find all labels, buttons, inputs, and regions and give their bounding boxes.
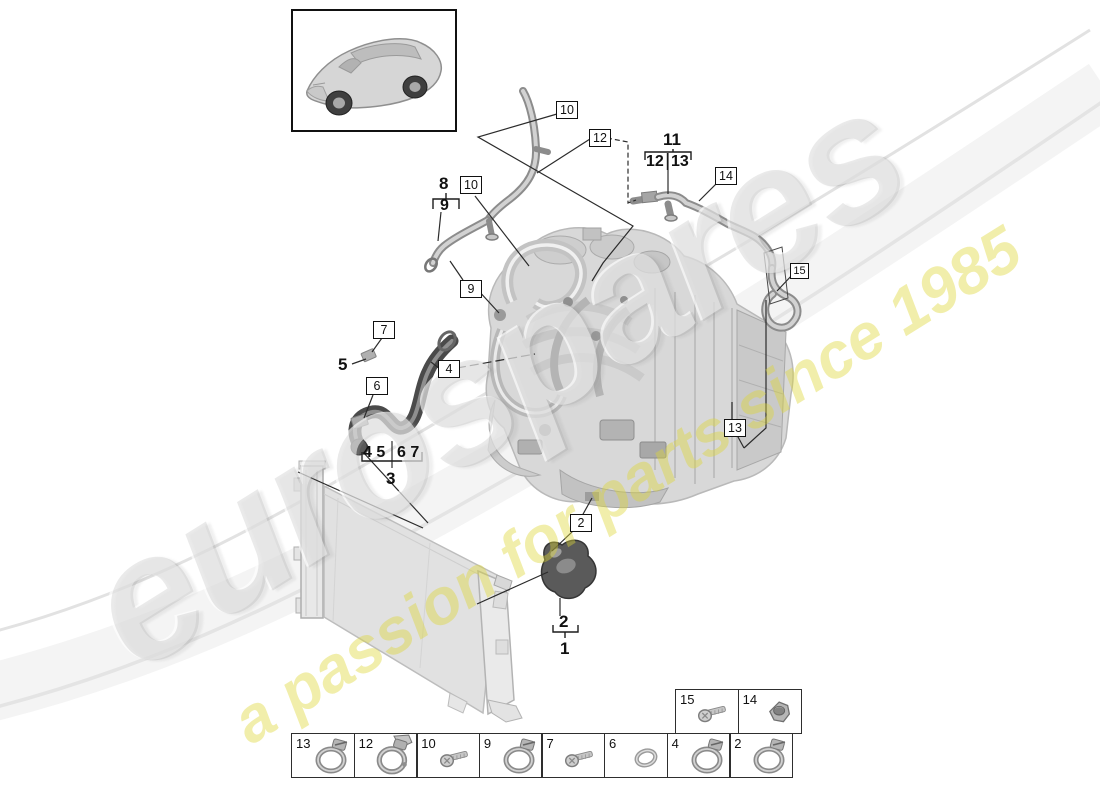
legend-cell-13[interactable]: 13 [291,733,355,778]
hose-clamp-icon [500,736,540,776]
nut-icon [762,697,798,731]
label-3: 3 [386,469,396,488]
legend-cell-10[interactable]: 10 [416,733,481,778]
legend-cell-6[interactable]: 6 [604,733,669,778]
hose-clamp-icon [312,736,352,776]
bracket-clamp-icon [373,734,415,776]
legend-part-number: 10 [421,736,436,751]
o-ring-icon [627,738,665,776]
vehicle-illustration [306,38,443,116]
legend-cell-2[interactable]: 2 [729,733,794,778]
callout-box-7[interactable]: 7 [373,321,395,339]
group-label-1-sub-2: 2 [559,612,569,631]
callout-box-6[interactable]: 6 [366,377,388,395]
legend-cell-7[interactable]: 7 [541,733,606,778]
callout-box-10-mid[interactable]: 10 [460,176,482,194]
callout-box-4[interactable]: 4 [438,360,460,378]
legend-part-number: 14 [742,692,758,707]
screw-icon [693,695,735,731]
legend-part-number: 4 [671,736,679,751]
group-label-8: 8 [439,174,449,193]
group-label-3-sub-67: 6 7 [397,444,420,461]
legend-cell-4[interactable]: 4 [666,733,731,778]
legend-part-number: 15 [680,692,695,707]
legend-part-number: 13 [296,736,311,751]
group-label-11-sub-13: 13 [671,153,689,170]
legend-part-number: 2 [734,736,742,751]
legend-part-number: 12 [358,736,374,751]
hose-clamp-icon [750,736,790,776]
legend-cell-14[interactable]: 14 [737,689,802,734]
group-label-11: 11 [663,130,681,149]
callout-box-15[interactable]: 15 [790,263,809,279]
callout-box-10-top[interactable]: 10 [556,101,578,119]
screw-icon [560,740,602,776]
hose-clamp-icon [688,736,728,776]
legend-table: 13 12 10 9 7 6 4 2 [291,733,794,778]
callout-box-13[interactable]: 13 [724,419,746,437]
group-label-8-sub-9: 9 [440,197,449,214]
callout-box-14[interactable]: 14 [715,167,737,185]
label-5: 5 [338,355,348,374]
legend-cell-9[interactable]: 9 [478,733,543,778]
legend-cell-15[interactable]: 15 [675,689,739,734]
legend-cell-12[interactable]: 12 [353,733,418,778]
screw-icon [435,740,477,776]
legend-part-number: 6 [609,736,617,751]
callout-box-9[interactable]: 9 [460,280,482,298]
group-label-3-sub-45: 4 5 [363,444,386,461]
group-label-1: 1 [560,639,570,658]
callout-box-12[interactable]: 12 [589,129,611,147]
group-label-11-sub-12: 12 [646,153,664,170]
vehicle-thumbnail [291,9,457,132]
legend-part-number: 7 [546,736,554,751]
callout-box-2[interactable]: 2 [570,514,592,532]
legend-part-number: 9 [483,736,492,751]
